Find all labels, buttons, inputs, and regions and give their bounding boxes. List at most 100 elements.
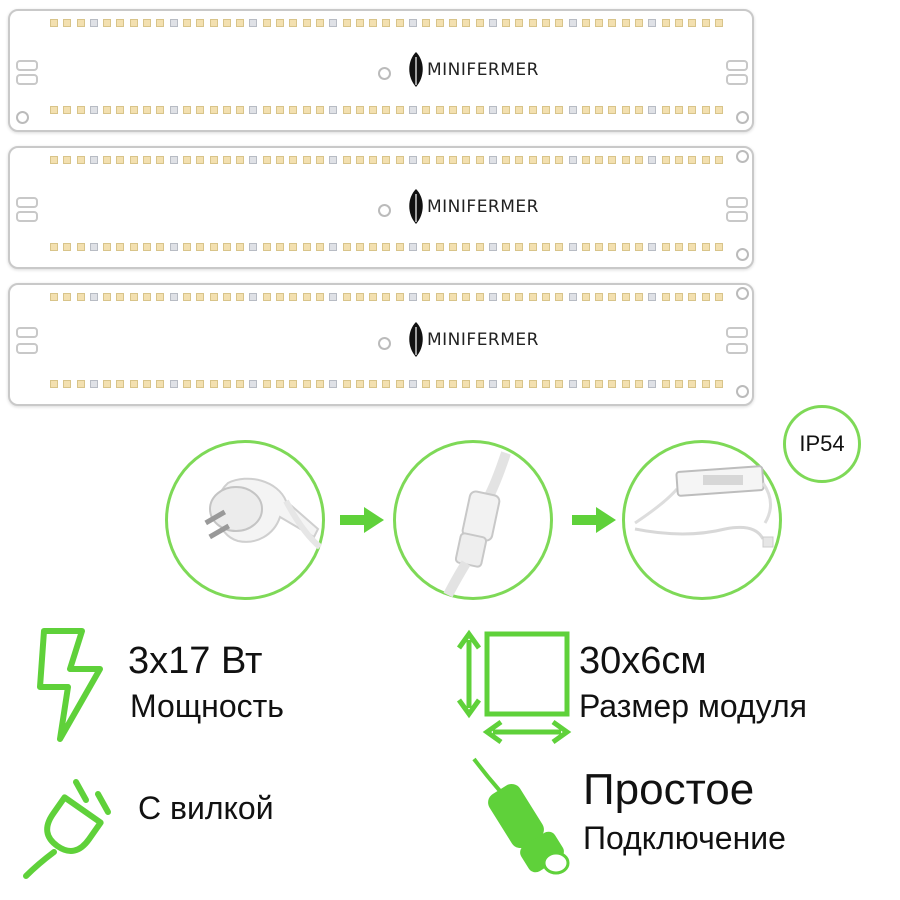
- led-chip: [103, 106, 112, 114]
- led-chip: [635, 293, 644, 301]
- led-chip: [462, 19, 471, 27]
- led-chip: [182, 156, 191, 164]
- led-chip: [355, 380, 364, 388]
- mount-slot: [16, 211, 38, 222]
- led-chip: [355, 106, 364, 114]
- led-chip: [169, 19, 178, 27]
- led-chip: [222, 293, 231, 301]
- led-chip: [382, 19, 391, 27]
- led-chip: [249, 293, 258, 301]
- led-chip: [621, 106, 630, 114]
- led-chip: [276, 106, 285, 114]
- size-label: Размер модуля: [579, 688, 807, 724]
- led-chip: [422, 380, 431, 388]
- led-row-top: [50, 19, 723, 27]
- brand-text: MINIFERMER: [427, 197, 539, 217]
- led-chip: [595, 243, 604, 251]
- led-chip: [315, 380, 324, 388]
- led-chip: [63, 156, 72, 164]
- led-chip: [262, 293, 271, 301]
- led-chip: [382, 106, 391, 114]
- mount-hole: [736, 248, 749, 261]
- center-hole: [378, 67, 391, 80]
- mount-slot: [726, 327, 748, 338]
- led-chip: [129, 19, 138, 27]
- led-chip: [182, 243, 191, 251]
- led-chip: [714, 19, 723, 27]
- led-chip: [541, 19, 550, 27]
- leaf-icon: [409, 189, 423, 224]
- led-chip: [422, 243, 431, 251]
- led-chip: [488, 380, 497, 388]
- mount-hole: [16, 111, 29, 124]
- led-chip: [475, 106, 484, 114]
- led-chip: [89, 19, 98, 27]
- led-chip: [448, 106, 457, 114]
- led-chip: [568, 19, 577, 27]
- led-chip: [409, 156, 418, 164]
- led-chip: [116, 293, 125, 301]
- led-chip: [515, 380, 524, 388]
- led-chip: [129, 293, 138, 301]
- led-chip: [156, 293, 165, 301]
- led-chip: [608, 19, 617, 27]
- led-chip: [568, 243, 577, 251]
- euro-plug-icon: [204, 477, 322, 550]
- driver-circle: [622, 440, 782, 600]
- led-chip: [595, 156, 604, 164]
- led-chip: [342, 19, 351, 27]
- led-chip: [608, 156, 617, 164]
- led-chip: [143, 106, 152, 114]
- mount-slot: [726, 74, 748, 85]
- led-chip: [448, 243, 457, 251]
- led-chip: [714, 293, 723, 301]
- led-chip: [315, 156, 324, 164]
- led-chip: [289, 243, 298, 251]
- led-chip: [674, 293, 683, 301]
- led-chip: [262, 243, 271, 251]
- led-chip: [289, 380, 298, 388]
- led-chip: [661, 380, 670, 388]
- led-chip: [502, 19, 511, 27]
- led-chip: [249, 19, 258, 27]
- led-chip: [315, 243, 324, 251]
- led-chip: [382, 380, 391, 388]
- led-chip: [103, 293, 112, 301]
- led-chip: [688, 380, 697, 388]
- led-chip: [196, 106, 205, 114]
- led-chip: [196, 19, 205, 27]
- led-chip: [236, 380, 245, 388]
- led-chip: [156, 380, 165, 388]
- led-chip: [409, 293, 418, 301]
- led-chip: [688, 293, 697, 301]
- waterproof-connector-icon: [443, 451, 511, 598]
- brand-text: MINIFERMER: [427, 60, 539, 80]
- led-chip: [502, 293, 511, 301]
- led-chip: [541, 380, 550, 388]
- connect-value: Простое: [583, 765, 755, 814]
- led-chip: [462, 293, 471, 301]
- mount-slot: [16, 197, 38, 208]
- arrow-right-icon: [572, 507, 616, 533]
- led-chip: [302, 380, 311, 388]
- led-row-top: [50, 293, 723, 301]
- led-chip: [462, 243, 471, 251]
- led-chip: [262, 156, 271, 164]
- led-chip: [661, 293, 670, 301]
- led-chip: [581, 243, 590, 251]
- led-chip: [581, 106, 590, 114]
- led-chip: [528, 19, 537, 27]
- brand-text: MINIFERMER: [427, 330, 539, 350]
- led-chip: [315, 19, 324, 27]
- led-chip: [475, 293, 484, 301]
- led-chip: [143, 243, 152, 251]
- led-chip: [302, 156, 311, 164]
- led-chip: [355, 243, 364, 251]
- led-chip: [289, 19, 298, 27]
- led-chip: [701, 156, 710, 164]
- led-chip: [541, 156, 550, 164]
- led-chip: [276, 156, 285, 164]
- led-chip: [648, 243, 657, 251]
- led-chip: [196, 243, 205, 251]
- led-chip: [89, 380, 98, 388]
